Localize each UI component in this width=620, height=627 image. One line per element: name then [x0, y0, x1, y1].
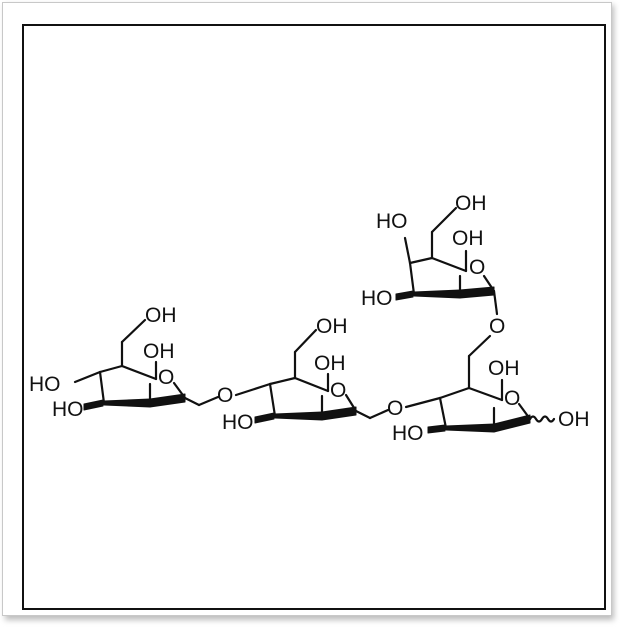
- label-ho: HO: [222, 411, 254, 434]
- wedge-bond: [254, 412, 275, 424]
- label-ho: HO: [29, 373, 61, 396]
- bond: [197, 395, 220, 407]
- bond: [430, 206, 458, 234]
- bond: [430, 256, 468, 273]
- bond: [98, 364, 124, 374]
- wedge-bond: [103, 398, 151, 408]
- bond: [438, 386, 471, 400]
- bond: [73, 370, 102, 384]
- wedge-bond: [321, 406, 357, 421]
- bond: [98, 370, 106, 405]
- bond: [467, 334, 492, 358]
- bond: [120, 364, 158, 381]
- label-anomeric-oh: OH: [558, 408, 590, 431]
- label-oh: OH: [316, 315, 348, 338]
- label-oh: OH: [455, 192, 487, 215]
- bond: [368, 408, 390, 420]
- figure-frame: [22, 24, 606, 610]
- label-link-oxygen: O: [489, 315, 505, 338]
- bond: [408, 256, 434, 265]
- wedge-bond: [445, 423, 495, 433]
- label-link-oxygen: O: [387, 397, 403, 420]
- bond: [268, 376, 297, 386]
- bond: [492, 289, 499, 316]
- ring-3: OH OH HO HO O: [361, 192, 499, 316]
- label-oh: OH: [452, 227, 484, 250]
- label-ho: HO: [392, 422, 424, 445]
- bond: [293, 328, 318, 354]
- label-ring-oxygen: O: [504, 387, 520, 410]
- ring-2: OH OH HO O: [222, 315, 372, 434]
- bond: [354, 409, 372, 420]
- label-ring-oxygen: O: [158, 366, 174, 389]
- label-ring-oxygen: O: [330, 379, 346, 402]
- bond: [403, 236, 412, 265]
- bond: [404, 396, 442, 409]
- label-ring-oxygen: O: [469, 256, 485, 279]
- wedge-bond: [493, 414, 531, 433]
- bond: [234, 382, 272, 397]
- label-oh: OH: [143, 340, 175, 363]
- label-ho: HO: [361, 287, 393, 310]
- label-oh: OH: [145, 304, 177, 327]
- bond: [183, 396, 201, 407]
- bond: [268, 382, 277, 418]
- label-link-oxygen: O: [217, 384, 233, 407]
- wedge-bond: [413, 289, 461, 299]
- wedge-bond: [274, 411, 323, 421]
- bond: [467, 386, 504, 402]
- wedge-bond: [427, 424, 446, 434]
- bond: [438, 396, 448, 430]
- ring-4: OH HO O OH: [392, 354, 590, 445]
- wedge-bond: [83, 399, 104, 411]
- label-ho: HO: [52, 398, 84, 421]
- label-oh: OH: [314, 352, 346, 375]
- wedge-bond: [459, 286, 495, 299]
- wavy-bond: [528, 415, 556, 423]
- wedge-bond: [395, 290, 414, 301]
- bond: [120, 318, 147, 344]
- label-oh: OH: [488, 357, 520, 380]
- bond: [293, 376, 330, 393]
- ring-1: OH OH HO HO O: [29, 304, 201, 421]
- wedge-bond: [149, 393, 186, 408]
- bond: [408, 261, 416, 296]
- label-ho: HO: [376, 210, 408, 233]
